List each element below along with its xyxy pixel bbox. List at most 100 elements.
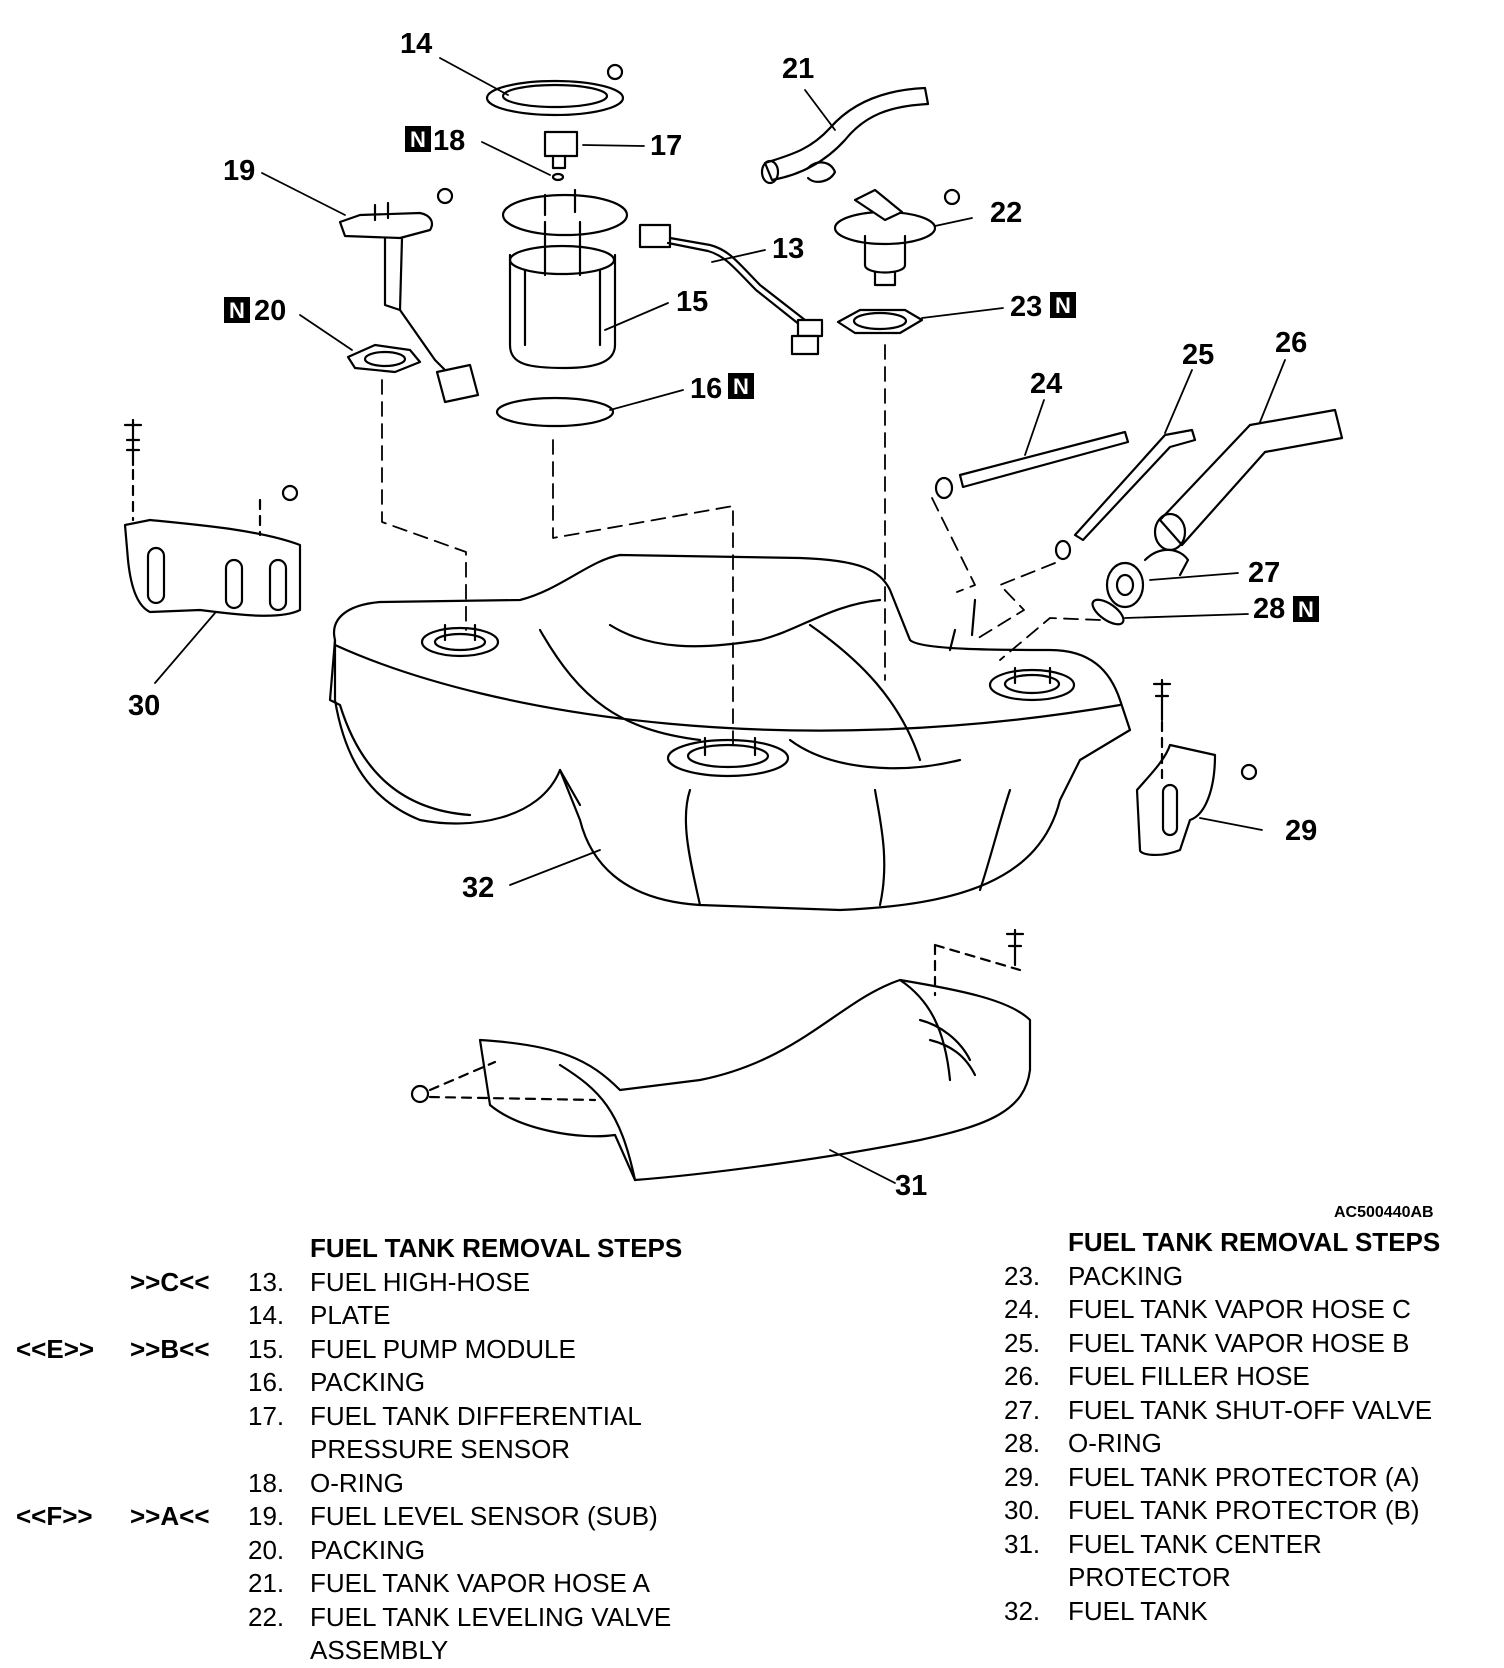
step-number: 19. [248,1501,285,1531]
step-row: 25.FUEL TANK VAPOR HOSE B [990,1327,1490,1361]
svg-text:N: N [229,298,245,323]
callout-27: 27 [1248,557,1280,589]
step-text: FUEL TANK SHUT-OFF VALVE [1068,1394,1433,1425]
step-number: 14. [248,1300,285,1330]
step-number: 20. [248,1534,285,1565]
callout-20: 20 [254,295,286,327]
step-text: PRESSURE SENSOR [310,1434,571,1464]
n-badge-16: N [728,373,754,399]
step-row: PROTECTOR [990,1561,1490,1595]
step-row: 29.FUEL TANK PROTECTOR (A) [990,1461,1490,1495]
n-badge-20: N [224,297,250,323]
fuel-level-sensor-shape [338,201,480,404]
service-mark-removal: >>C<< [130,1266,210,1297]
step-row: 31.FUEL TANK CENTER [990,1528,1490,1562]
step-row: 30. FUEL TANK PROTECTOR (B) [990,1494,1490,1528]
step-row: <<E>>>>B<<15.FUEL PUMP MODULE [0,1333,760,1367]
removal-steps-right: FUEL TANK REMOVAL STEPS 23.PACKING 24.FU… [990,1226,1490,1628]
step-text: FUEL LEVEL SENSOR (SUB) [310,1501,658,1531]
step-row: 32. FUEL TANK [990,1595,1490,1629]
packing-16-shape [495,396,615,428]
callout-31: 31 [895,1170,927,1200]
vapor-hose-a-shape [760,86,930,185]
fuel-high-hose-shape [638,223,824,356]
step-text: FUEL FILLER HOSE [1068,1361,1310,1391]
step-row: 21.FUEL TANK VAPOR HOSE A [0,1567,760,1601]
step-row: 17.FUEL TANK DIFFERENTIAL [0,1400,760,1434]
pressure-sensor-shape [543,130,579,182]
step-text: FUEL TANK PROTECTOR (B) [1068,1495,1420,1525]
callout-21: 21 [782,53,814,85]
plate-shape [485,63,625,117]
callout-17: 17 [650,130,682,162]
step-number: 15. [248,1333,285,1364]
leader-lines [154,57,1286,1184]
step-text: FUEL TANK VAPOR HOSE B [1068,1327,1410,1358]
step-text: PACKING [310,1367,426,1397]
step-text: PACKING [310,1534,426,1565]
reference-code: AC500440AB [1334,1204,1434,1221]
step-number: 18. [248,1467,285,1498]
step-text: O-RING [310,1467,404,1498]
steps-right-title: FUEL TANK REMOVAL STEPS [1068,1227,1441,1257]
step-number: 17. [248,1400,285,1431]
svg-text:N: N [733,374,749,399]
step-row: 26.FUEL FILLER HOSE [990,1360,1490,1394]
callout-24: 24 [1030,368,1062,400]
step-row: 28. O-RING [990,1427,1490,1461]
step-row: ASSEMBLY [0,1634,760,1668]
removal-steps-left: FUEL TANK REMOVAL STEPS >>C<<13.FUEL HIG… [0,1232,760,1668]
step-text: PLATE [310,1300,391,1330]
step-text: ASSEMBLY [310,1635,449,1665]
step-number: 32. [1004,1595,1041,1626]
fuel-tank-exploded-diagram: 13 14 15 16 17 18 19 20 21 22 23 24 25 2… [123,28,1344,1200]
callout-15: 15 [676,286,708,318]
callout-16: 16 [690,373,722,405]
step-row: 22. FUEL TANK LEVELING VALVE [0,1601,760,1635]
step-number: 22. [248,1601,285,1632]
protector-b-shape [123,418,302,617]
service-mark-removal: >>A<< [130,1501,210,1531]
n-badge-23: N [1050,292,1076,318]
callout-13: 13 [772,233,804,265]
vapor-hose-c-shape [934,430,1130,500]
callout-14: 14 [400,28,432,60]
step-number: 23. [1004,1260,1041,1291]
step-number: 30. [1004,1495,1041,1525]
step-text: O-RING [1068,1428,1162,1458]
step-row: >>C<<13.FUEL HIGH-HOSE [0,1266,760,1300]
leveling-valve-shape [833,188,961,287]
callout-26: 26 [1275,327,1307,359]
alignment-lines [381,344,1101,749]
callout-19: 19 [223,155,255,187]
service-mark-install: <<F>> [16,1501,93,1531]
n-badge-28: N [1293,596,1319,622]
step-text: PACKING [1068,1260,1184,1291]
step-text: FUEL TANK CENTER [1068,1528,1322,1559]
step-number: 28. [1004,1428,1041,1458]
step-text: FUEL TANK [1068,1595,1208,1626]
protector-a-shape [1135,678,1258,856]
callout-23: 23 [1010,291,1042,323]
step-number: 29. [1004,1461,1041,1492]
svg-text:N: N [410,127,426,152]
step-row: 18. O-RING [0,1467,760,1501]
packing-23-shape [836,308,924,335]
step-text: FUEL TANK LEVELING VALVE [310,1601,672,1632]
shut-off-valve-shape [1105,548,1190,609]
step-text: PROTECTOR [1068,1562,1231,1592]
step-number: 16. [248,1367,285,1397]
fuel-pump-module-shape [436,187,629,370]
step-number: 27. [1004,1394,1041,1425]
step-row: 24.FUEL TANK VAPOR HOSE C [990,1293,1490,1327]
svg-text:N: N [1298,597,1314,622]
step-row: 27. FUEL TANK SHUT-OFF VALVE [990,1394,1490,1428]
vapor-hose-b-shape [1054,428,1197,561]
step-row: 20. PACKING [0,1534,760,1568]
step-row: 14. PLATE [0,1299,760,1333]
step-number: 24. [1004,1294,1041,1324]
callout-29: 29 [1285,815,1317,847]
step-row: PRESSURE SENSOR [0,1433,760,1467]
service-mark-removal: >>B<< [130,1333,210,1364]
service-mark-install: <<E>> [16,1333,95,1364]
